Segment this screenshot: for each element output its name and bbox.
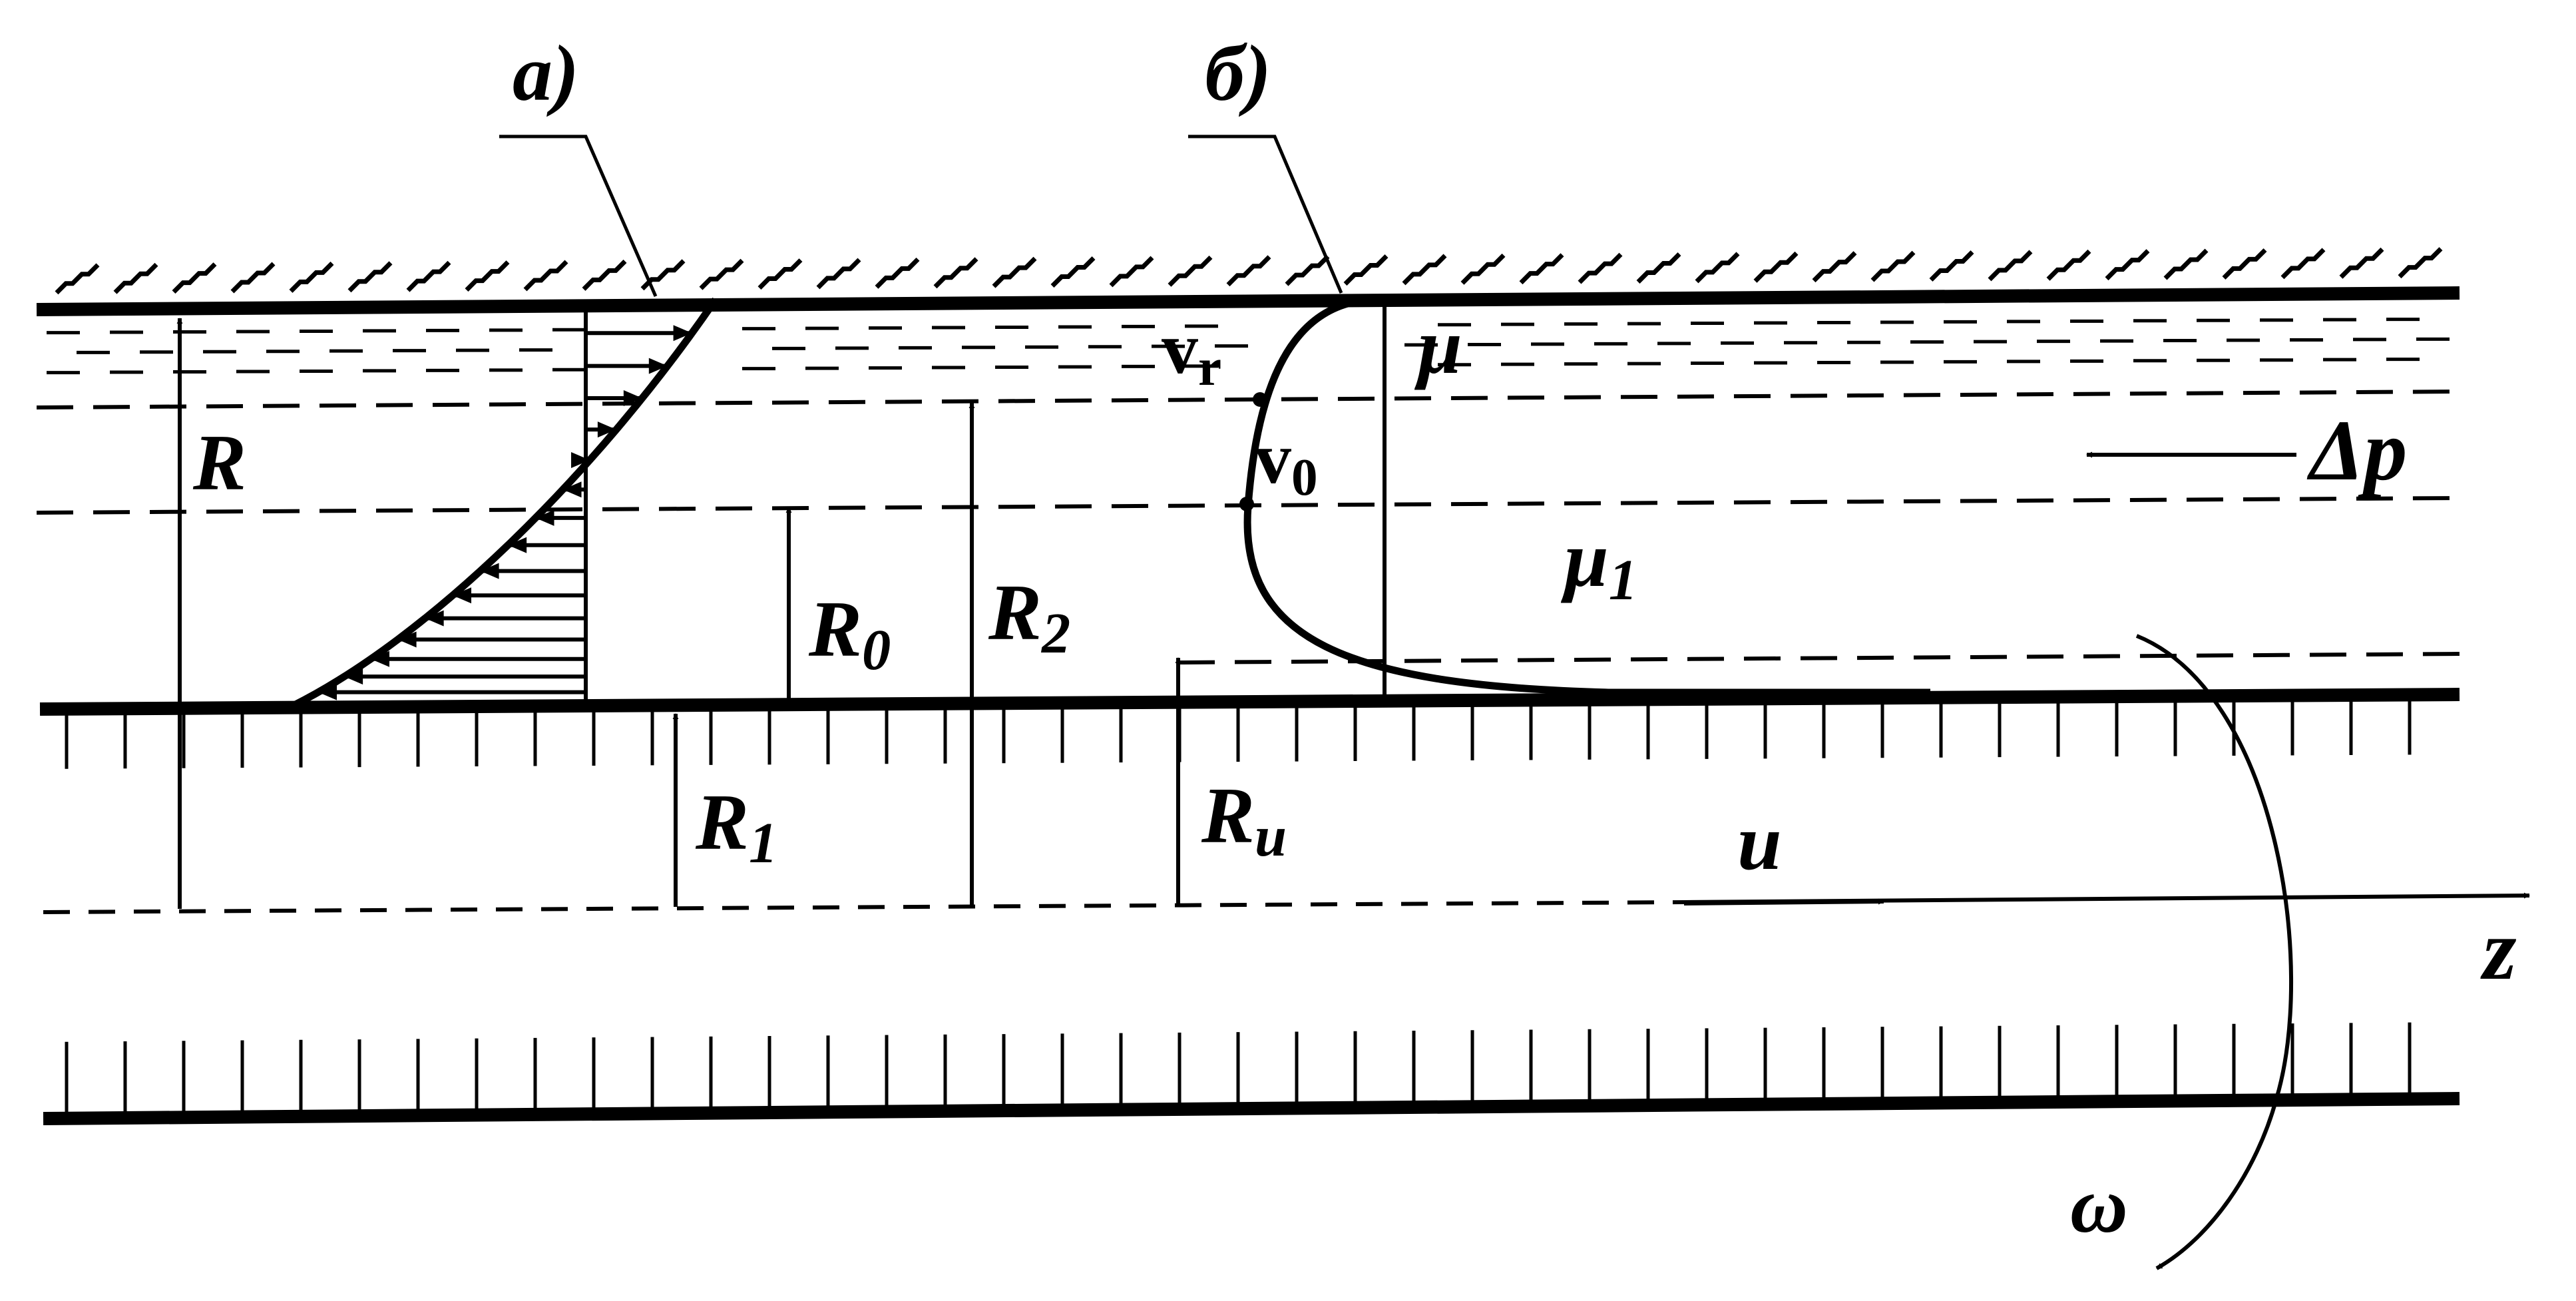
- hatch-mark: [289, 261, 334, 293]
- hatch-mark: [582, 259, 627, 291]
- hatch-mark: [1929, 250, 1974, 282]
- interface-line-R2: [36, 390, 2460, 409]
- profile-a-velocity-vectors: [318, 325, 692, 700]
- velocity-arrowhead: [623, 390, 642, 406]
- hatch-mark: [2105, 249, 2150, 281]
- velocity-arrowhead: [425, 610, 444, 627]
- velocity-arrowhead: [371, 650, 390, 667]
- hatch-mark: [1519, 253, 1564, 285]
- hatch-mark: [1168, 255, 1213, 287]
- label-vr: vr: [1162, 308, 1221, 397]
- inner-rod-lower-edge: [43, 1092, 2460, 1125]
- hatch-mark: [406, 260, 451, 292]
- rod-lower-ticks: [65, 1022, 2412, 1119]
- label-a-leader: [499, 134, 658, 298]
- velocity-arrowhead: [597, 421, 616, 438]
- hatch-mark: [2222, 248, 2267, 280]
- hatch-mark: [1343, 254, 1389, 286]
- hatch-mark: [2163, 248, 2209, 280]
- velocity-arrowhead: [562, 481, 582, 498]
- omega-rotation-arc: [2135, 634, 2294, 1270]
- hatch-mark: [1753, 251, 1799, 283]
- interface-line-Ru: [1178, 652, 2460, 664]
- hatch-mark: [933, 257, 978, 289]
- velocity-arrowhead: [648, 358, 668, 374]
- hatch-mark: [1870, 250, 1916, 282]
- hatch-mark: [1109, 256, 1154, 288]
- u-arrow: [1683, 898, 1884, 906]
- hatch-mark: [1050, 256, 1096, 288]
- hatch-mark: [2398, 247, 2443, 279]
- hatch-mark: [2339, 247, 2384, 279]
- hatch-mark: [875, 257, 920, 289]
- label-R: R: [192, 418, 246, 507]
- label-mu: μ: [1414, 302, 1462, 390]
- velocity-arrowhead: [673, 325, 692, 342]
- hatch-mark: [230, 262, 276, 294]
- velocity-arrowhead: [344, 668, 363, 685]
- outer-wall: [36, 286, 2460, 316]
- hatch-mark: [992, 256, 1037, 288]
- hatch-mark: [1988, 250, 2033, 282]
- label-R2: R2: [988, 568, 1070, 665]
- label-profile-a: а): [513, 29, 579, 117]
- hatch-mark: [1460, 253, 1506, 285]
- hatch-mark: [1402, 254, 1447, 286]
- label-omega: ω: [2070, 1161, 2128, 1249]
- velocity-arrowhead: [571, 451, 590, 468]
- inner-rod-upper-edge: [39, 688, 2460, 716]
- velocity-arrowhead: [397, 631, 417, 648]
- label-Ru: Ru: [1201, 771, 1287, 868]
- label-u: u: [1737, 798, 1782, 886]
- label-R0: R0: [808, 585, 891, 682]
- velocity-arrowhead: [318, 684, 337, 700]
- label-mu1: μ1: [1560, 515, 1637, 612]
- velocity-arrowhead: [480, 563, 499, 579]
- point-vr: [1253, 392, 1267, 407]
- label-z: z: [2480, 902, 2517, 998]
- hatch-mark: [1285, 254, 1330, 286]
- hatch-mark: [2046, 249, 2091, 281]
- profile-b-curve: [1243, 296, 1930, 696]
- velocity-arrowhead: [508, 537, 527, 553]
- hatch-mark: [2280, 248, 2326, 280]
- axis-dashed: [43, 900, 1685, 914]
- label-delta-p: Δp: [2306, 403, 2408, 499]
- hatch-mark: [172, 262, 217, 294]
- label-profile-b: б): [1205, 29, 1271, 117]
- hatch-mark: [113, 262, 158, 294]
- hatch-mark: [757, 258, 803, 290]
- hatch-mark: [465, 260, 510, 292]
- label-v0: v0: [1255, 417, 1318, 507]
- hatch-mark: [1578, 252, 1623, 284]
- hatch-mark: [523, 260, 568, 292]
- hatch-mark: [347, 261, 393, 293]
- liquid-layer-dashes: [47, 318, 2450, 375]
- label-R1: R1: [695, 778, 777, 875]
- hatch-mark: [640, 259, 686, 291]
- point-v0: [1239, 497, 1254, 511]
- hatch-mark: [55, 263, 100, 295]
- outer-wall-hatching: [55, 247, 2443, 295]
- label-b-leader: [1188, 134, 1343, 294]
- velocity-arrowhead: [453, 587, 472, 604]
- hatch-mark: [1695, 252, 1740, 284]
- hatch-mark: [699, 258, 744, 290]
- hatch-mark: [1226, 255, 1271, 287]
- hatch-mark: [1636, 252, 1681, 284]
- hatch-mark: [816, 258, 861, 290]
- velocity-arrowhead: [535, 509, 554, 526]
- hatch-mark: [1812, 251, 1857, 283]
